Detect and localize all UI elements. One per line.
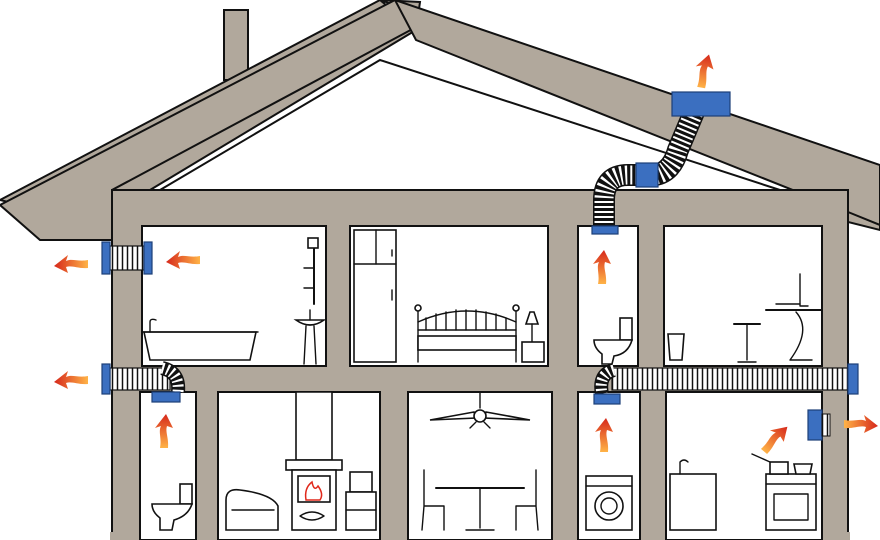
- shower-icon: [303, 237, 319, 305]
- fan-laundry-ceiling: [593, 393, 621, 405]
- roof-right: [393, 0, 880, 227]
- chimney: [223, 9, 249, 81]
- airflow-arrow-bathroom-out: [54, 255, 88, 273]
- wardrobe-icon: [353, 229, 397, 363]
- kitchen-sink-icon: [669, 459, 717, 531]
- fan-lower-right-outer: [847, 363, 859, 395]
- ceiling-fan-icon: [429, 391, 531, 429]
- chair-icon: [733, 323, 761, 363]
- fan-roof-outlet: [671, 91, 731, 117]
- bed-icon: [414, 304, 520, 363]
- fan-lower-left-outer: [101, 363, 111, 395]
- duct-kitchen: [821, 413, 831, 437]
- duct-lower-right: [611, 367, 853, 391]
- fireplace-icon: [285, 391, 343, 531]
- cup-icon: [667, 333, 685, 361]
- duct-upper-left: [109, 245, 145, 271]
- toilet-lower-icon: [151, 483, 194, 531]
- duct-lower-left: [109, 367, 171, 391]
- armchair-icon: [225, 488, 279, 531]
- fan-roof-duct: [635, 162, 659, 188]
- airflow-arrow-roof: [692, 52, 716, 90]
- airflow-arrow-kitchen-out: [844, 415, 878, 433]
- toilet-icon: [593, 317, 634, 365]
- tv-icon: [345, 471, 377, 531]
- room-study: [663, 225, 823, 367]
- fan-upper-left-inner: [143, 241, 153, 275]
- fan-upper-toilet-ceiling: [591, 225, 619, 235]
- duct-lower-right-bend: [594, 363, 617, 396]
- sink-icon: [293, 309, 327, 365]
- dining-table-icon: [421, 469, 539, 531]
- washing-machine-icon: [585, 475, 633, 531]
- fan-lower-left-ceiling: [151, 391, 181, 403]
- fan-kitchen-wall: [807, 409, 823, 441]
- airflow-arrow-lower-left-out: [54, 371, 88, 389]
- desk-icon: [765, 273, 823, 361]
- fan-upper-left-outer: [101, 241, 111, 275]
- room-toilet-lower: [139, 391, 197, 540]
- bathtub-icon: [141, 318, 259, 361]
- lamp-icon: [521, 311, 545, 363]
- stove-icon: [751, 453, 817, 531]
